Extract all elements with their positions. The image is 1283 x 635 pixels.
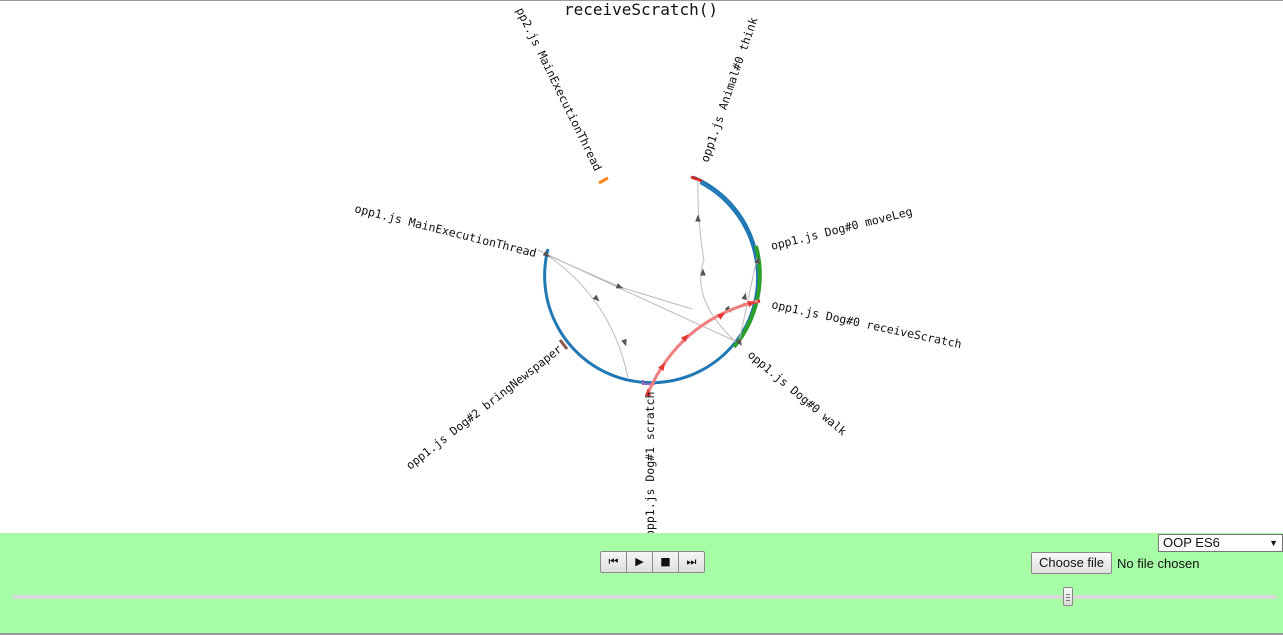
label-dog0-moveleg: opp1.js Dog#0 moveLeg (769, 204, 913, 253)
edge-walk-to-moveleg[interactable] (738, 257, 758, 343)
timeline-slider-thumb[interactable] (1063, 587, 1073, 606)
label-pp2-main: pp2.js MainExecutionThread (513, 5, 604, 173)
choose-file-button[interactable]: Choose file (1031, 552, 1113, 574)
label-dog2-bringnewspaper: opp1.js Dog#2 bringNewspaper (403, 342, 564, 472)
bottom-border (0, 633, 1283, 635)
edge-arrow-6 (741, 292, 747, 301)
grip-icon (1066, 594, 1070, 601)
example-select-value: OOP ES6 (1163, 535, 1220, 550)
segment-dog2-bringnewspaper[interactable] (558, 339, 569, 350)
edge-arrow-2 (621, 338, 627, 347)
top-border (0, 0, 1283, 1)
active-arrow-4 (747, 300, 756, 308)
stop-button[interactable]: ■ (652, 551, 678, 573)
skip-forward-icon: ⏭ (686, 555, 697, 568)
label-opp1-main: opp1.js MainExecutionThread (353, 201, 538, 260)
call-chord-diagram: receiveScratch() pp2.js MainExecutionThr… (353, 0, 963, 533)
label-dog0-walk: opp1.js Dog#0 walk (745, 348, 850, 439)
file-picker: Choose file No file chosen (1031, 552, 1199, 574)
play-button[interactable]: ▶ (626, 551, 652, 573)
arc-dog0-walk[interactable] (699, 182, 759, 345)
active-arrow-3 (716, 312, 726, 320)
stop-icon: ■ (660, 555, 671, 568)
edge-main-to-scratch[interactable] (542, 250, 629, 379)
file-status: No file chosen (1117, 555, 1200, 571)
play-icon: ▶ (635, 555, 644, 568)
arc-opp1-main-thread[interactable] (543, 175, 761, 385)
edge-arrow-5 (754, 256, 760, 265)
edge-arrow-8 (735, 338, 742, 346)
label-dog0-receivescratch: opp1.js Dog#0 receiveScratch (770, 297, 963, 351)
label-dog1-scratch: opp1.js Dog#1 scratch (643, 392, 657, 533)
edge-main-to-receivescratch[interactable] (544, 253, 693, 310)
timeline-slider-track[interactable] (12, 595, 1277, 599)
skip-back-icon: ⏮ (608, 555, 619, 568)
playback-controls: ⏮ ▶ ■ ⏭ (600, 551, 705, 573)
label-animal0-think: opp1.js Animal#0 think (698, 15, 761, 164)
segment-animal0-think[interactable] (690, 175, 703, 183)
edge-active-scratch-to-receivescratch[interactable] (646, 299, 759, 394)
example-select[interactable]: OOP ES6 ▼ (1158, 534, 1283, 552)
edge-arrow-1 (592, 294, 600, 302)
segment-pp2-main[interactable] (598, 176, 609, 185)
diagram-title: receiveScratch() (564, 0, 718, 19)
active-arrow-1 (658, 362, 666, 372)
chevron-down-icon: ▼ (1269, 538, 1278, 548)
control-panel: OOP ES6 ▼ ⏮ ▶ ■ ⏭ Choose file No file ch… (0, 533, 1283, 633)
active-arrow-2 (680, 334, 689, 343)
skip-to-start-button[interactable]: ⏮ (600, 551, 626, 573)
skip-to-end-button[interactable]: ⏭ (678, 551, 705, 573)
